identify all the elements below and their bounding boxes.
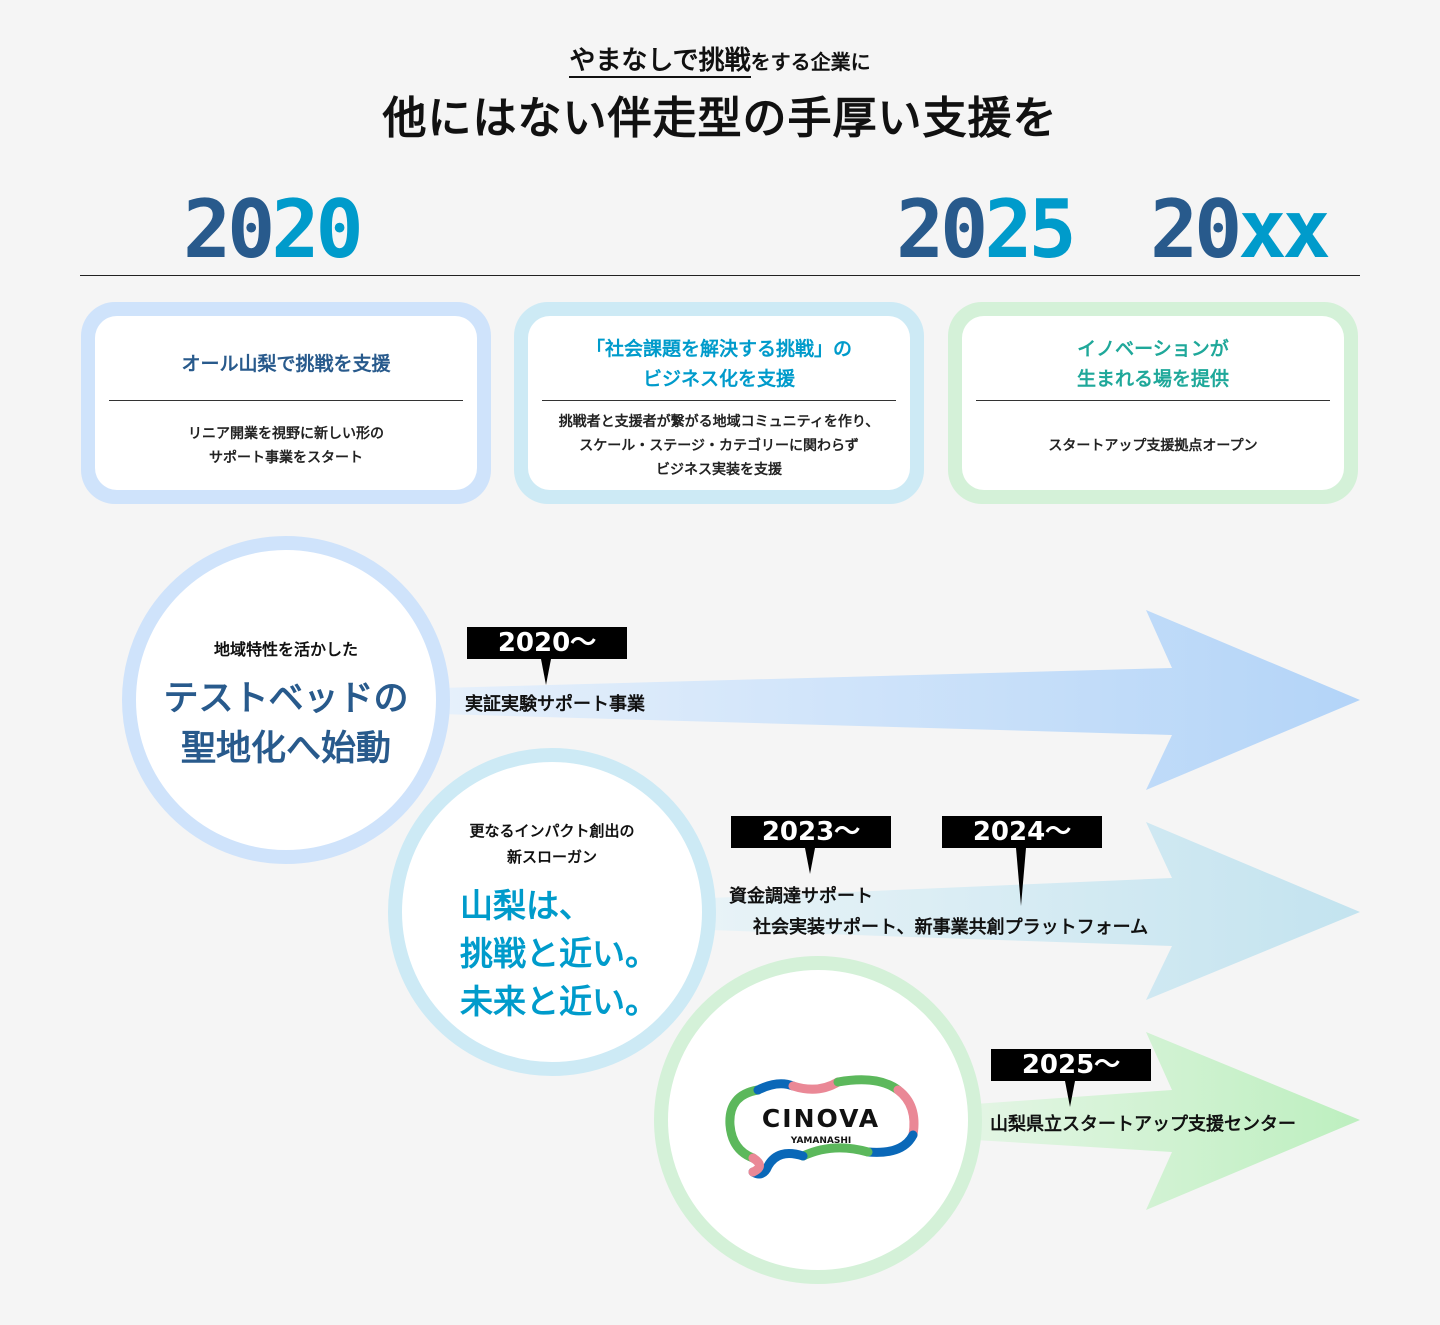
tag-2025: 2025～ [991, 1049, 1151, 1107]
card-20xx: イノベーションが生まれる場を提供 スタートアップ支援拠点オープン [948, 302, 1358, 504]
cinova-logo-sub: YAMANASHI [790, 1136, 851, 1146]
tag-2020: 2020～ [467, 627, 627, 685]
year-20xx: 20xx [1150, 183, 1331, 276]
circle-cinova: CINOVA YAMANASHI [654, 956, 982, 1284]
circle-testbed: 地域特性を活かした テストベッドの聖地化へ始動 [122, 536, 450, 864]
label-2023: 資金調達サポート [729, 886, 873, 907]
label-2020: 実証実験サポート事業 [465, 694, 645, 715]
year-2020: 2020 [183, 183, 364, 276]
subtitle: やまなしで挑戦をする企業に [569, 46, 871, 78]
circle-slogan: 更なるインパクト創出の新スローガン 山梨は、挑戦と近い。未来と近い。 [388, 748, 716, 1076]
tag-2024: 2024～ [942, 816, 1102, 906]
label-2024: 社会実装サポート、新事業共創プラットフォーム [753, 917, 1149, 938]
cinova-logo-text: CINOVA [762, 1104, 880, 1133]
arrow-2025 [975, 1032, 1360, 1210]
tag-2023: 2023～ [731, 816, 891, 874]
divider [80, 275, 1360, 276]
cinova-logo: CINOVA YAMANASHI [725, 1075, 919, 1179]
card-2025: 「社会課題を解決する挑戦」のビジネス化を支援 挑戦者と支援者が繋がる地域コミュニ… [514, 302, 924, 504]
arrow-2020 [440, 610, 1360, 790]
card-2020: オール山梨で挑戦を支援 リニア開業を視野に新しい形のサポート事業をスタート [81, 302, 491, 504]
card-heading: オール山梨で挑戦を支援 [181, 353, 391, 375]
page-title: 他にはない伴走型の手厚い支援を [382, 93, 1058, 144]
year-2025: 2025 [896, 183, 1077, 276]
arrow-2023 [710, 822, 1360, 1000]
label-2025: 山梨県立スタートアップ支援センター [990, 1114, 1296, 1135]
